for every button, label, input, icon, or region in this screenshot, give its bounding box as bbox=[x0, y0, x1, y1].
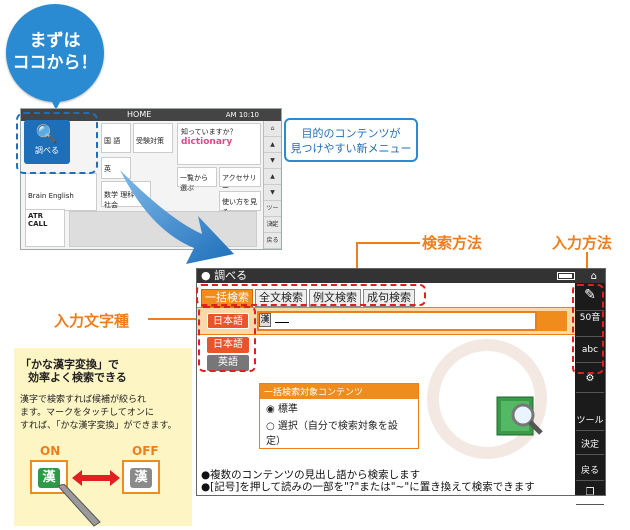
callout-line-1: 目的のコンテンツが bbox=[301, 127, 401, 140]
home-side-down2-icon[interactable]: ▼ bbox=[264, 185, 281, 201]
label-input-method: 入力方法 bbox=[552, 234, 613, 252]
home-side-up-icon[interactable]: ▲ bbox=[264, 137, 281, 153]
tip-body-2: ます。マークをタッチしてオンに bbox=[20, 408, 154, 418]
help-line-1: ●複数のコンテンツの見出し語から検索します bbox=[201, 469, 421, 481]
book-search-icon bbox=[496, 396, 543, 436]
lang-option-english[interactable]: 英語 bbox=[207, 355, 249, 371]
line-search-method-v bbox=[356, 242, 358, 284]
search-input[interactable] bbox=[257, 311, 537, 331]
option-select-label: 選択（自分で検索対象を設定） bbox=[266, 421, 398, 447]
home-side-home-icon[interactable]: ⌂ bbox=[264, 121, 281, 137]
search-field-end bbox=[537, 311, 567, 331]
tip-body: 漢字で検索すれば候補が絞られ ます。マークをタッチしてオンに すれば、「かな漢字… bbox=[20, 394, 177, 433]
decide-button[interactable]: 決定 bbox=[576, 435, 604, 455]
lang-current-button[interactable]: 日本語 bbox=[207, 313, 249, 329]
tile-info[interactable]: 知っていますか？ dictionary bbox=[177, 123, 261, 165]
text-cursor bbox=[275, 322, 289, 323]
home-side-back[interactable]: 戻る bbox=[264, 233, 281, 249]
panel-option-select[interactable]: ○ 選択（自分で検索対象を設定） bbox=[266, 421, 398, 447]
device-title-dot: ● bbox=[201, 269, 211, 282]
panel-option-standard[interactable]: ◉ 標準 bbox=[266, 404, 298, 415]
device-side-bar: ✎ 50音 abc ⚙ ツール 決定 戻る ❐ bbox=[575, 283, 605, 505]
tile-atr-call[interactable]: ATR CALL bbox=[25, 209, 65, 247]
home-side-down-icon[interactable]: ▼ bbox=[264, 153, 281, 169]
kanji-toggle-small[interactable]: 漢 bbox=[259, 313, 271, 327]
home-title: HOME bbox=[127, 110, 152, 119]
tile-juken[interactable]: 受験対策 bbox=[133, 123, 173, 153]
kana-50-button[interactable]: 50音 bbox=[576, 313, 604, 337]
double-arrow-icon bbox=[72, 470, 120, 486]
arrow-graphic bbox=[120, 170, 234, 264]
highlight-input-method bbox=[572, 284, 604, 374]
lang-option-japanese[interactable]: 日本語 bbox=[207, 337, 249, 353]
kanji-off-button[interactable]: 漢 bbox=[130, 468, 152, 488]
home-side-up2-icon[interactable]: ▲ bbox=[264, 169, 281, 185]
tip-box: 「かな漢字変換」で 効率よく検索できる 漢字で検索すれば候補が絞られ ます。マー… bbox=[14, 348, 192, 527]
bubble-line-1: まずは bbox=[29, 31, 81, 51]
tab-seiku[interactable]: 成句検索 bbox=[363, 289, 415, 307]
stylus-icon bbox=[57, 484, 101, 527]
tile-kokugo[interactable]: 国 語 bbox=[101, 123, 131, 153]
search-doc-icon: 🔍 bbox=[35, 124, 59, 145]
figure-icon[interactable]: ⚙ bbox=[576, 373, 604, 393]
on-label: ON bbox=[40, 444, 61, 458]
tip-title: 「かな漢字変換」で 効率よく検索できる bbox=[20, 358, 127, 384]
home-side-tool[interactable]: ツール bbox=[264, 201, 281, 228]
dictionary-badge: dictionary bbox=[181, 137, 233, 147]
main-device-screen: ● 調べる ⌂ 一括検索 全文検索 例文検索 成句検索 日本語 漢 日本語 英語… bbox=[196, 268, 606, 505]
tip-body-1: 漢字で検索すれば候補が絞られ bbox=[20, 395, 147, 405]
callout-line-2: 見つけやすい新メニュー bbox=[290, 142, 412, 155]
home-time: AM 10:10 bbox=[225, 111, 259, 119]
tip-body-3: すれば、「かな漢字変換」ができます。 bbox=[20, 421, 177, 431]
abc-button[interactable]: abc bbox=[576, 339, 604, 363]
tool-button[interactable]: ツール bbox=[576, 411, 604, 431]
label-search-method: 検索方法 bbox=[422, 234, 483, 252]
help-text: ●複数のコンテンツの見出し語から検索します ●[記号]を押して読みの一部を"?"… bbox=[201, 469, 535, 493]
bubble-tail bbox=[48, 94, 64, 110]
bubble-line-2: ココから！ bbox=[12, 53, 98, 73]
home-icon[interactable]: ⌂ bbox=[590, 271, 597, 282]
kanji-off-box: 漢 bbox=[122, 460, 160, 494]
tip-title-2: 効率よく検索できる bbox=[28, 371, 127, 384]
tile-info-text: 知っていますか？ bbox=[181, 128, 237, 136]
target-contents-panel: 一括検索対象コンテンツ ◉ 標準 ○ 選択（自分で検索対象を設定） bbox=[259, 383, 419, 449]
arrow-icon bbox=[120, 170, 234, 264]
line-search-method-h bbox=[356, 242, 420, 244]
line-input-method bbox=[586, 252, 588, 282]
battery-icon bbox=[557, 272, 575, 280]
tab-reibun[interactable]: 例文検索 bbox=[309, 289, 361, 307]
home-screen: HOME AM 10:10 ⌂ ▲ ▼ ▲ ▼ ツール 決定 戻る 国 語 受験… bbox=[20, 108, 282, 250]
option-standard-label: 標準 bbox=[277, 404, 298, 415]
tile-shiraberu-label: 調べる bbox=[35, 146, 59, 155]
device-title: 調べる bbox=[214, 269, 248, 282]
panel-title: 一括検索対象コンテンツ bbox=[260, 384, 418, 399]
tile-accessory[interactable]: アクセサリー bbox=[219, 167, 261, 192]
selection-highlight bbox=[16, 112, 98, 174]
tile-list[interactable]: 一覧から選ぶ bbox=[177, 167, 217, 192]
tab-zenbun[interactable]: 全文検索 bbox=[255, 289, 307, 307]
label-input-charset: 入力文字種 bbox=[54, 312, 130, 330]
tile-brain-english[interactable]: Brain English bbox=[25, 173, 97, 211]
home-side-bar: ⌂ ▲ ▼ ▲ ▼ ツール 決定 戻る bbox=[263, 121, 281, 249]
off-label: OFF bbox=[132, 444, 159, 458]
tip-title-1: 「かな漢字変換」で bbox=[20, 358, 119, 371]
search-tabs: 一括検索 全文検索 例文検索 成句検索 bbox=[201, 289, 415, 307]
magnifier-decoration-icon bbox=[427, 339, 547, 459]
device-title-bar: ● 調べる ⌂ bbox=[197, 269, 605, 283]
highlight-tabs bbox=[196, 284, 426, 306]
start-here-bubble: まずは ココから！ bbox=[6, 4, 104, 102]
kanji-on-button[interactable]: 漢 bbox=[38, 468, 60, 488]
help-line-2: ●[記号]を押して読みの一部を"?"または"~"に置き換えて検索できます bbox=[201, 481, 535, 493]
copy-icon[interactable]: ❐ bbox=[576, 487, 604, 505]
feature-callout: 目的のコンテンツが 見つけやすい新メニュー bbox=[284, 118, 418, 162]
line-input-charset bbox=[148, 318, 198, 320]
back-button[interactable]: 戻る bbox=[576, 461, 604, 481]
tile-shiraberu[interactable]: 🔍 調べる bbox=[24, 120, 70, 164]
pen-input-icon[interactable]: ✎ bbox=[576, 287, 604, 311]
home-side-decide[interactable]: 決定 bbox=[264, 217, 281, 233]
highlight-charset bbox=[198, 306, 256, 372]
